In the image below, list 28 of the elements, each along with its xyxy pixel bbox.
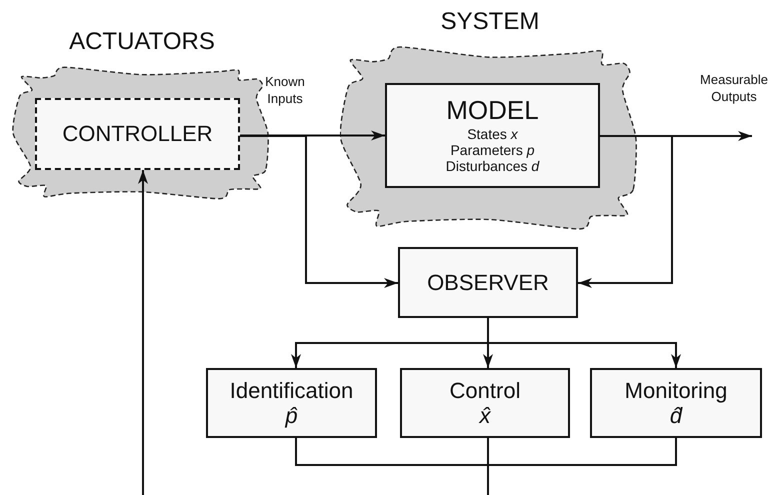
process-box xyxy=(590,368,762,438)
arrow xyxy=(487,318,681,368)
arrow xyxy=(240,135,398,288)
box-title: Control xyxy=(450,378,520,403)
arrow xyxy=(578,135,673,288)
process-box xyxy=(35,98,240,170)
process-box xyxy=(398,247,578,318)
connector-line xyxy=(487,438,677,495)
box-detail: States x xyxy=(467,126,518,142)
arrow xyxy=(240,130,385,140)
box-detail: x̂ xyxy=(480,403,490,428)
box-detail: Disturbances d xyxy=(446,158,540,175)
box-detail: Parameters p xyxy=(450,142,535,158)
box-title: Identification xyxy=(230,378,354,403)
box-detail: p̂ xyxy=(285,403,298,428)
process-box xyxy=(206,368,377,438)
box-title: MODEL xyxy=(446,96,539,126)
box-detail: d̂ xyxy=(670,403,682,428)
box-title: OBSERVER xyxy=(427,270,549,296)
box-title: Monitoring xyxy=(624,378,728,403)
process-box xyxy=(400,368,570,438)
group-heading: SYSTEM xyxy=(440,8,540,36)
group-heading: ACTUATORS xyxy=(68,28,216,56)
box-title: CONTROLLER xyxy=(62,121,213,147)
arrow xyxy=(138,170,148,495)
process-box xyxy=(385,83,600,188)
edge-label: Measurable Outputs xyxy=(699,72,769,106)
edge-label: Known Inputs xyxy=(264,74,306,108)
